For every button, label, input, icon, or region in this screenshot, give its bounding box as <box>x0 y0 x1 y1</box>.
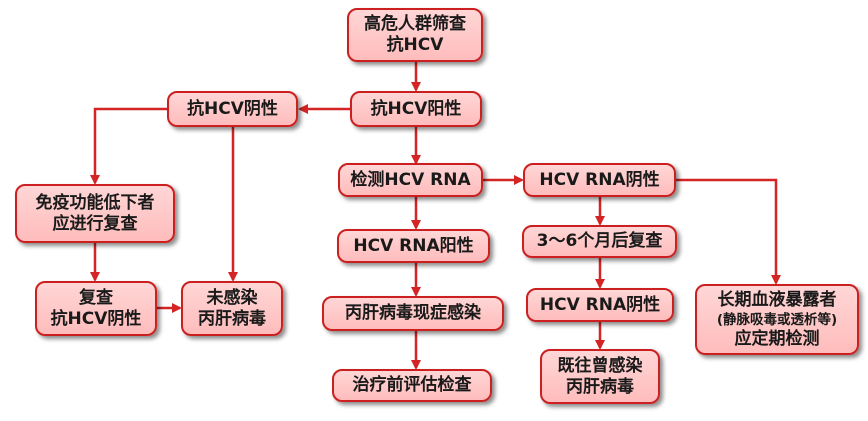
arrow-rna-neg-to-exposure <box>676 178 781 285</box>
node-hcv-rna-negative-2: HCV RNA阴性 <box>526 288 674 322</box>
node-recheck-anti-hcv-negative: 复查 抗HCV阴性 <box>35 281 157 336</box>
node-anti-hcv-negative: 抗HCV阴性 <box>167 91 298 127</box>
node-long-term-blood-exposure: 长期血液暴露者 (静脉吸毒或透析等) 应定期检测 <box>695 284 859 355</box>
node-hcv-rna-positive: HCV RNA阳性 <box>337 229 490 263</box>
node-line: 既往曾感染 <box>557 355 643 376</box>
node-line: 抗HCV阴性 <box>187 98 278 119</box>
node-line: 应进行复查 <box>52 213 138 234</box>
arrow-anti-neg-to-immuno <box>90 107 167 185</box>
node-line: 丙肝病毒 <box>566 376 634 397</box>
node-line: 抗HCV阴性 <box>50 308 142 329</box>
node-hcv-rna-negative: HCV RNA阴性 <box>523 163 676 197</box>
node-line: 抗HCV <box>386 35 444 55</box>
node-line: HCV RNA阳性 <box>353 235 474 256</box>
node-line: 3～6个月后复查 <box>536 231 663 251</box>
node-past-infection: 既往曾感染 丙肝病毒 <box>540 349 660 404</box>
node-line: 复查 <box>79 287 113 308</box>
node-not-infected: 未感染 丙肝病毒 <box>181 281 283 336</box>
node-pre-treatment-evaluation: 治疗前评估检查 <box>332 369 492 402</box>
node-line: 未感染 <box>206 287 258 308</box>
node-line: 检测HCV RNA <box>350 169 471 190</box>
node-line: 丙肝病毒现症感染 <box>345 303 481 323</box>
node-hcv-rna-test: 检测HCV RNA <box>338 163 483 197</box>
node-line: 治疗前评估检查 <box>352 375 472 395</box>
node-high-risk-screening: 高危人群筛查 抗HCV <box>347 8 483 62</box>
node-current-infection: 丙肝病毒现症感染 <box>322 296 504 331</box>
node-line: 丙肝病毒 <box>198 308 266 329</box>
node-line: 抗HCV阳性 <box>370 98 462 119</box>
node-line: 高危人群筛查 <box>364 14 466 34</box>
node-line: HCV RNA阴性 <box>539 294 661 315</box>
node-immunocompromised: 免疫功能低下者 应进行复查 <box>15 184 175 243</box>
node-anti-hcv-positive: 抗HCV阳性 <box>350 91 482 127</box>
node-line: 免疫功能低下者 <box>35 192 155 213</box>
node-line: 长期血液暴露者 <box>717 289 837 310</box>
node-line: HCV RNA阴性 <box>539 169 660 190</box>
node-recheck-3-6-months: 3～6个月后复查 <box>522 225 677 258</box>
node-line: (静脉吸毒或透析等) <box>716 311 838 328</box>
node-line: 应定期检测 <box>734 328 820 349</box>
